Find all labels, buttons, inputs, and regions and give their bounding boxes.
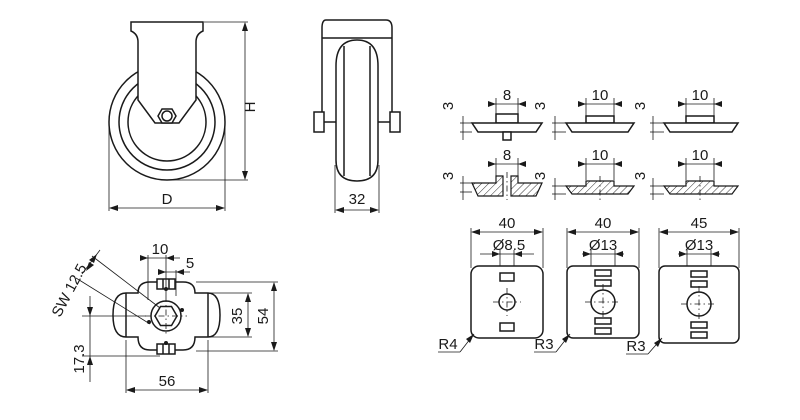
section-3-bore-label: 10 (692, 147, 709, 164)
top-dim-17-3-label: 17.3 (71, 344, 88, 373)
plate-3-bore-label: 10 (692, 87, 709, 104)
section-1-right-hatch (510, 175, 543, 197)
side-axle-left (313, 111, 325, 133)
plate-1-body (470, 122, 544, 133)
mount-plate-3: 45 Ø13 R3 (626, 215, 740, 355)
top-dim-sw-label: SW 12.5 (49, 261, 91, 320)
side-axle-right (389, 111, 401, 133)
dim-label-32: 32 (349, 191, 366, 208)
plate-section-3: 10 3 (632, 147, 740, 200)
mount-plate-2-hole-label: Ø13 (589, 237, 617, 254)
plate-1-thickness-label: 3 (440, 102, 457, 110)
fork-outline (130, 21, 204, 124)
plate-3-body (662, 122, 740, 133)
mount-plate-1-width-label: 40 (499, 215, 516, 232)
mount-plate-1-radius-label: R4 (438, 336, 457, 353)
top-view: 10 5 SW 12.5 35 54 17.3 (49, 241, 278, 393)
section-2-thickness-label: 3 (532, 172, 549, 180)
mount-plate-3-width-label: 45 (691, 215, 708, 232)
axle-bolt (161, 110, 173, 122)
plate-3-boss (685, 115, 715, 124)
plate-1-boss (495, 113, 519, 124)
mount-plate-1: 40 Ø8.5 R4 (438, 215, 544, 353)
section-2-bore-label: 10 (592, 147, 609, 164)
front-view: H D (108, 21, 259, 211)
top-dim-35-label: 35 (229, 308, 246, 325)
section-1-bore-label: 8 (503, 147, 511, 164)
plate-profile-3: 10 3 (632, 87, 740, 140)
mount-plate-1-hole-label: Ø8.5 (493, 237, 526, 254)
top-axle-head-bottom (156, 343, 176, 355)
section-1-left-hatch (471, 175, 504, 197)
section-2-hatch (564, 180, 636, 195)
top-dim-5-label: 5 (186, 255, 194, 272)
plate-profile-1: 8 3 (440, 87, 544, 141)
section-3-thickness-label: 3 (632, 172, 649, 180)
mount-plate-2: 40 Ø13 R3 (534, 215, 640, 353)
side-tire-outline (335, 39, 379, 182)
plate-2-boss (585, 115, 615, 124)
top-dim-56-label: 56 (159, 373, 176, 390)
plate-1-bore-label: 8 (503, 87, 511, 104)
plate-2-thickness-label: 3 (532, 102, 549, 110)
section-3-hatch (662, 180, 740, 195)
mount-plate-3-radius-label: R3 (626, 338, 645, 355)
top-dim-10-label: 10 (152, 241, 169, 258)
section-1-thickness-label: 3 (440, 172, 457, 180)
top-dim-54-label: 54 (255, 308, 272, 325)
plate-2-body (564, 122, 636, 133)
dim-label-d: D (162, 191, 173, 208)
plate-profile-2: 10 3 (532, 87, 636, 140)
plate-3-thickness-label: 3 (632, 102, 649, 110)
plate-2-bore-label: 10 (592, 87, 609, 104)
mount-plate-2-radius-label: R3 (534, 336, 553, 353)
plate-section-2: 10 3 (532, 147, 636, 200)
plate-section-1: 8 3 (440, 147, 543, 200)
dim-label-h: H (242, 102, 259, 113)
mount-plate-2-width-label: 40 (595, 215, 612, 232)
side-view: 32 (313, 19, 401, 213)
mount-plate-3-hole-label: Ø13 (685, 237, 713, 254)
